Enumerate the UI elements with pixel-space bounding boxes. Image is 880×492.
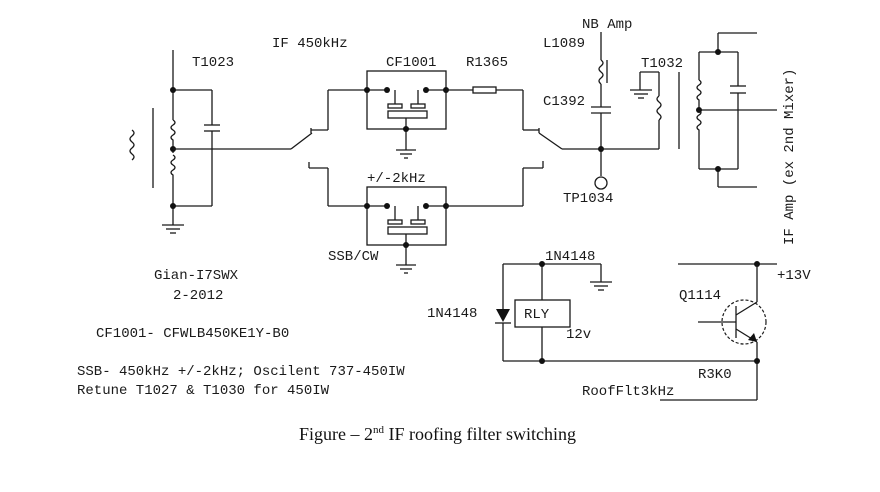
left-relay-switch	[290, 89, 367, 207]
transformer-t1023	[129, 50, 291, 234]
caption-superscript: nd	[373, 424, 385, 436]
caption-prefix: Figure – 2	[299, 424, 373, 444]
date-note: 2-2012	[173, 288, 223, 304]
l1089-label: L1089	[543, 36, 585, 52]
secondary-coil-icon	[170, 119, 176, 153]
note-line-2: Retune T1027 & T1030 for 450IW	[77, 383, 330, 399]
tp1034-label: TP1034	[563, 191, 613, 207]
filter-cf1001	[364, 70, 449, 159]
note-line-1: SSB- 450kHz +/-2kHz; Oscilent 737-450IW	[77, 364, 405, 380]
t1032-label: T1032	[641, 56, 683, 72]
relay-label: RLY	[524, 307, 550, 323]
q1114-label: Q1114	[679, 288, 721, 304]
transistor-icon	[721, 299, 767, 345]
t1023-label: T1023	[192, 55, 234, 71]
test-point-icon	[594, 176, 608, 190]
inductor-l1089-icon	[598, 59, 604, 85]
supply-label: +13V	[777, 268, 811, 284]
right-relay-switch	[522, 90, 601, 206]
transistor-q1114	[660, 261, 777, 401]
ground-icon	[396, 264, 416, 274]
c1392-label: C1392	[543, 94, 585, 110]
diode-top-label: 1N4148	[545, 249, 595, 265]
filter-ssb-cw	[364, 186, 523, 274]
part-note: CF1001- CFWLB450KE1Y-B0	[96, 326, 289, 342]
caption-suffix: IF roofing filter switching	[384, 424, 576, 444]
ground-icon	[590, 281, 612, 291]
figure-caption: Figure – 2nd IF roofing filter switching	[299, 424, 576, 444]
cf1001-label: CF1001	[386, 55, 436, 71]
nb-amp-branch	[591, 32, 611, 190]
transformer-t1032	[601, 32, 777, 188]
primary-coil-icon	[129, 129, 135, 161]
r1365-label: R1365	[466, 55, 508, 71]
bandwidth-label: +/-2kHz	[367, 171, 426, 187]
roof-filter-label: RoofFlt3kHz	[582, 384, 674, 400]
if-amp-port-label: IF Amp (ex 2nd Mixer)	[782, 69, 798, 245]
ssb-cw-label: SSB/CW	[328, 249, 379, 265]
author-note: Gian-I7SWX	[154, 268, 239, 284]
ground-icon	[162, 224, 184, 234]
r3k0-label: R3K0	[698, 367, 732, 383]
relay-voltage-label: 12v	[566, 327, 591, 343]
ground-icon	[630, 89, 652, 99]
nb-amp-label: NB Amp	[582, 17, 632, 33]
diode-left-label: 1N4148	[427, 306, 477, 322]
relay-driver	[495, 261, 757, 364]
ground-icon	[396, 149, 416, 159]
diode-icon	[496, 309, 510, 322]
resistor-r1365	[446, 86, 523, 94]
if-frequency-label: IF 450kHz	[272, 36, 348, 52]
